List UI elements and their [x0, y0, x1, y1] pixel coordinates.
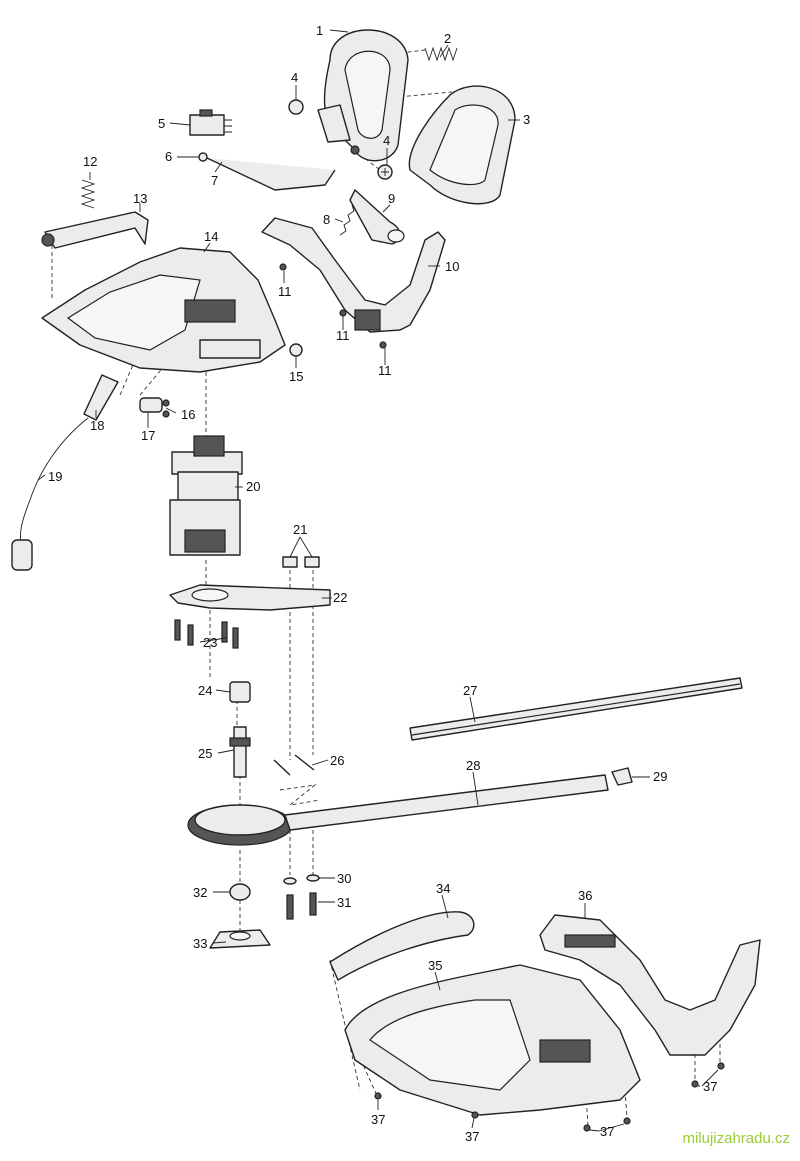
- part-32-bearing: [229, 883, 251, 901]
- callout-number: 24: [198, 683, 212, 698]
- callout-number: 11: [278, 284, 292, 299]
- part-22-gear-plate: [169, 584, 331, 611]
- part-9-trigger: [349, 189, 405, 245]
- callout-number: 27: [463, 683, 477, 698]
- callout-number: 17: [141, 428, 155, 443]
- callout-number: 34: [436, 881, 450, 896]
- part-34-front-grip: [329, 911, 475, 981]
- part-1-handle-cover: [317, 29, 409, 162]
- part-10-rear-handle: [261, 217, 446, 333]
- part-3-handle-frame: [408, 85, 516, 205]
- callout-number: 12: [83, 154, 97, 169]
- part-28-blade-gear: [187, 774, 609, 846]
- part-35-lower-housing: [344, 964, 641, 1116]
- callout-number: 28: [466, 758, 480, 773]
- callout-number: 19: [48, 469, 62, 484]
- callout-number: 36: [578, 888, 592, 903]
- callout-number: 31: [337, 895, 351, 910]
- callout-numbers: 1 2 3 4 4 5 6 7 8 9 10 11 11 11 12 13 14…: [48, 23, 717, 1144]
- callout-number: 3: [523, 112, 530, 127]
- callout-number: 23: [203, 635, 217, 650]
- part-21-nuts: [282, 556, 320, 568]
- callout-number: 9: [388, 191, 395, 206]
- part-8-spring: [339, 204, 355, 236]
- part-37-screws: [374, 1062, 725, 1132]
- part-16-17-cable-clamp: [139, 397, 170, 418]
- watermark: milujizahradu.cz: [682, 1130, 790, 1147]
- callout-number: 26: [330, 753, 344, 768]
- part-30-washers: [283, 874, 320, 885]
- callout-number: 11: [336, 328, 350, 343]
- callout-number: 1: [316, 23, 323, 38]
- part-15-nut: [289, 343, 303, 357]
- part-13-lever: [41, 211, 149, 249]
- callout-number: 4: [383, 133, 390, 148]
- part-2-spring: [424, 46, 458, 62]
- callout-number: 22: [333, 590, 347, 605]
- callout-number: 21: [293, 522, 307, 537]
- part-36-rear-handle: [539, 914, 761, 1056]
- part-20-motor: [169, 435, 243, 556]
- part-6-7-rod: [198, 152, 336, 191]
- callout-number: 11: [378, 363, 392, 378]
- callout-number: 25: [198, 746, 212, 761]
- callout-number: 30: [337, 871, 351, 886]
- callout-number: 33: [193, 936, 207, 951]
- callout-number: 18: [90, 418, 104, 433]
- callout-number: 37: [703, 1079, 717, 1094]
- callout-number: 29: [653, 769, 667, 784]
- callout-number: 5: [158, 116, 165, 131]
- callout-number: 13: [133, 191, 147, 206]
- callout-number: 6: [165, 149, 172, 164]
- part-5-microswitch: [189, 109, 232, 136]
- part-18-cable-sleeve: [83, 374, 119, 421]
- part-27-blade-guard: [409, 677, 743, 741]
- part-33-bracket: [209, 929, 271, 949]
- part-24-bushing: [229, 681, 251, 703]
- part-19-power-cable: [11, 417, 89, 571]
- callout-number: 37: [600, 1124, 614, 1139]
- callout-number: 8: [323, 212, 330, 227]
- callout-number: 16: [181, 407, 195, 422]
- callout-number: 2: [444, 31, 451, 46]
- part-25-shaft: [229, 726, 251, 778]
- callout-number: 14: [204, 229, 218, 244]
- part-29-blade-tip: [611, 767, 633, 786]
- callout-number: 20: [246, 479, 260, 494]
- part-31-screws: [286, 892, 317, 920]
- callout-number: 15: [289, 369, 303, 384]
- part-14-housing-half: [41, 247, 286, 373]
- callout-number: 7: [211, 173, 218, 188]
- callout-number: 32: [193, 885, 207, 900]
- part-12-spring: [80, 179, 96, 209]
- callout-number: 4: [291, 70, 298, 85]
- callout-number: 37: [371, 1112, 385, 1127]
- callout-number: 37: [465, 1129, 479, 1144]
- callout-number: 10: [445, 259, 459, 274]
- part-26-pins: [273, 754, 315, 776]
- callout-leaders: [37, 29, 719, 1132]
- callout-number: 35: [428, 958, 442, 973]
- part-23-screws: [174, 619, 239, 649]
